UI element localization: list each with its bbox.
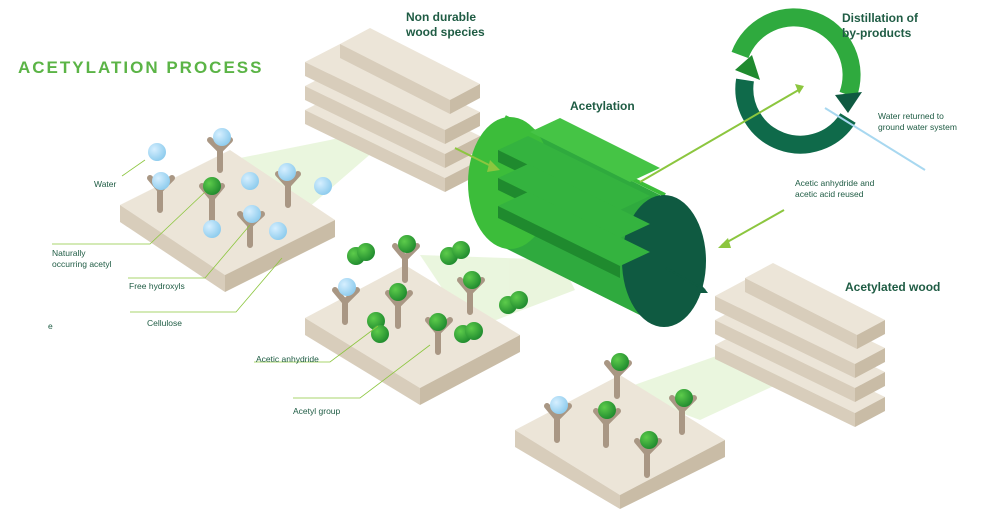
free-hydroxyls-label: Free hydroxyls: [129, 281, 185, 291]
distillation-heading-line-1: Distillation of: [842, 11, 918, 25]
molecules-slab-2: [332, 243, 485, 355]
non-durable-heading-line-2: wood species: [406, 25, 485, 39]
water-return-arrow: [824, 107, 926, 171]
wood-slab-2: [305, 265, 520, 405]
reactor-wood-planks: [498, 118, 660, 278]
non-durable-heading: Non durable wood species: [406, 10, 485, 40]
acetyl-molecules-slab-1: [203, 177, 221, 195]
non-durable-heading-line-1: Non durable: [406, 10, 477, 24]
acetyl-group-label: Acetyl group: [293, 406, 341, 416]
wood-slab-1: [120, 150, 335, 292]
green-molecules-slab-3: [550, 353, 693, 449]
green-molecules-slab-2: [338, 235, 528, 343]
water-returned-label-line-1: Water returned to: [878, 111, 944, 121]
reused-label-line-2: acetic acid reused: [795, 189, 864, 199]
acetylated-wood-heading: Acetylated wood: [845, 280, 941, 294]
water-returned-label: Water returned to ground water system: [878, 111, 957, 133]
water-label: Water: [94, 179, 117, 189]
distillation-heading: Distillation of by-products: [842, 11, 918, 41]
distillation-loop: [731, 8, 862, 154]
reused-label: Acetic anhydride and acetic acid reused: [795, 178, 874, 200]
water-returned-label-line-2: ground water system: [878, 122, 957, 132]
acetylation-heading: Acetylation: [570, 99, 635, 113]
water-molecules-slab-1: [148, 128, 332, 240]
natural-acetyl-label-line-2: occurring acetyl: [52, 259, 112, 269]
reused-label-line-1: Acetic anhydride and: [795, 178, 875, 188]
wood-stack-non-durable: [305, 28, 480, 192]
natural-acetyl-label: Naturally occurring acetyl: [52, 248, 112, 270]
cellulose-label: Cellulose: [147, 318, 182, 328]
leader-lines: [52, 159, 431, 399]
page-title: ACETYLATION PROCESS: [18, 58, 264, 77]
stray-text: e: [48, 321, 53, 331]
process-arrows: [454, 84, 804, 293]
acetylation-reactor: [468, 115, 706, 327]
acetic-anhydride-label: Acetic anhydride: [256, 354, 319, 364]
natural-acetyl-label-line-1: Naturally: [52, 248, 86, 258]
distillation-heading-line-2: by-products: [842, 26, 912, 40]
wood-stack-acetylated: [715, 263, 885, 427]
